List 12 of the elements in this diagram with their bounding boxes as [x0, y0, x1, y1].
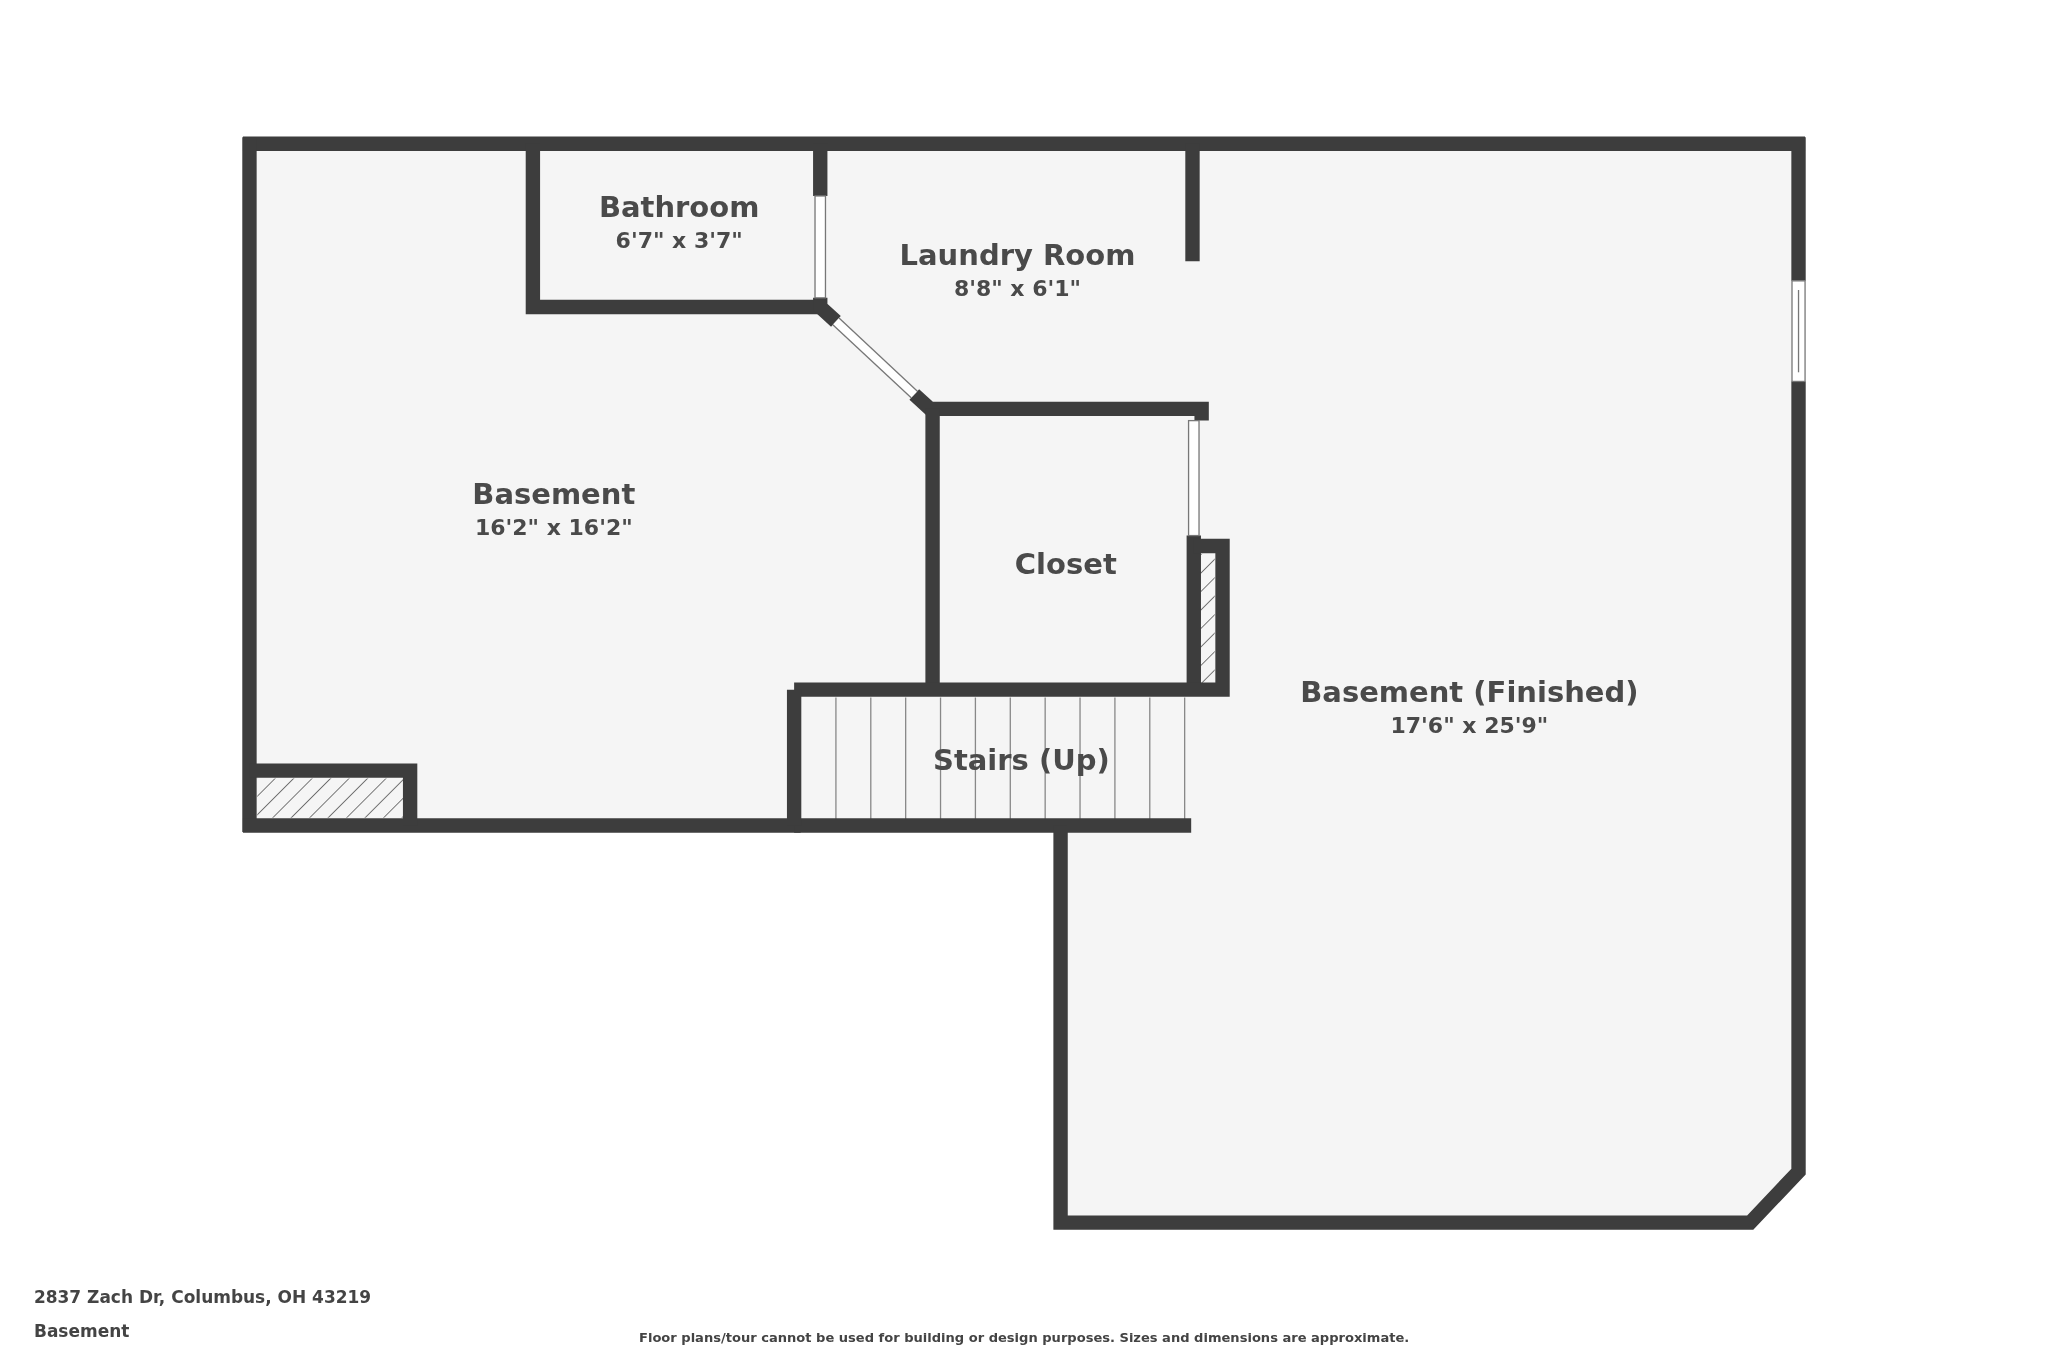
room-name: Basement (Finished) — [1300, 673, 1639, 711]
room-name: Closet — [1014, 546, 1117, 584]
address-text: 2837 Zach Dr, Columbus, OH 43219 — [33, 1286, 372, 1307]
disclaimer-note: Floor plans/tour cannot be used for building or design purposes. Sizes and dimensions are approximate. — [639, 1329, 1410, 1345]
room-name: Bathroom — [598, 189, 760, 226]
room-dimensions: 8'8" x 6'1" — [952, 275, 1082, 304]
room-dimensions: 17'6" x 25'9" — [1389, 711, 1550, 740]
room-dimensions: 6'7" x 3'7" — [614, 227, 744, 255]
floor-name: Basement — [33, 1320, 130, 1341]
room-dimensions: 16'2" x 16'2" — [473, 514, 634, 543]
room-name: Basement — [472, 476, 636, 514]
room-name: Laundry Room — [899, 237, 1136, 275]
